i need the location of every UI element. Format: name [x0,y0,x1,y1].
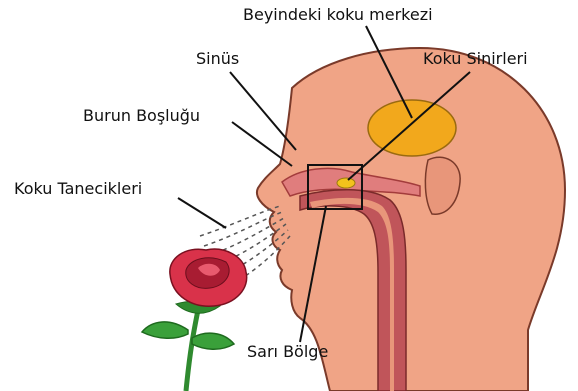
rose-stem [186,310,198,391]
rose-leaf-right [192,333,234,349]
pointer-sinus [230,72,296,150]
brain-smell-center [368,100,456,156]
rose-leaf-left [142,322,188,338]
label-brain-smell-center: Beyindeki koku merkezi [243,6,433,24]
pointer-particles [178,198,226,228]
label-sinus: Sinüs [196,50,239,68]
yellow-olfactory-patch [337,178,355,188]
label-odor-particles: Koku Tanecikleri [14,180,142,198]
pointer-nasal [232,122,292,166]
rose [142,249,247,391]
label-yellow-region: Sarı Bölge [247,343,328,361]
label-olfactory-nerves: Koku Sinirleri [423,50,528,68]
label-nasal-cavity: Burun Boşluğu [83,107,200,125]
